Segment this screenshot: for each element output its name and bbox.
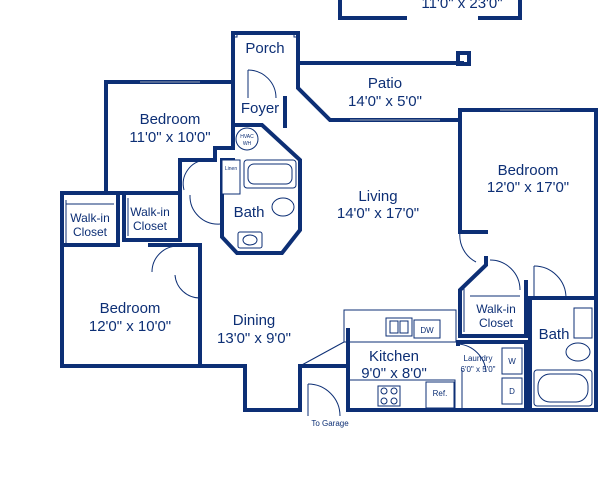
bedroom-left-label: Bedroom	[100, 300, 161, 317]
washer-label: W	[508, 357, 516, 366]
porch-label: Porch	[245, 40, 284, 57]
neighbor-unit-dims: 11'0" x 23'0"	[421, 0, 502, 12]
bath-right: Bath	[528, 296, 593, 412]
laundry-label: Laundry	[464, 354, 493, 363]
neighbor-unit: 11'0" x 23'0"	[338, 0, 522, 20]
kitchen-dims: 9'0" x 8'0"	[361, 365, 427, 382]
bath-right-label: Bath	[539, 326, 570, 343]
walkin-closet-center: Walk-in Closet	[122, 191, 182, 242]
dining: Dining 13'0" x 9'0"	[217, 312, 291, 347]
patio: Patio 14'0" x 5'0"	[296, 51, 471, 122]
bedroom-left-dims: 12'0" x 10'0"	[89, 318, 171, 335]
walkin-closet-right: Walk-in Closet	[458, 265, 598, 338]
walkin-left-line1: Walk-in	[70, 211, 110, 225]
laundry: W D Laundry 6'0" x 5'0"	[456, 340, 528, 412]
dw-label: DW	[420, 326, 434, 335]
bath-center-label: Bath	[234, 204, 265, 221]
kitchen: DW Ref. Kitchen 9'0" x 8'0" To Garage	[299, 309, 457, 428]
bedroom-right: Bedroom 12'0" x 17'0"	[458, 162, 569, 302]
kitchen-label: Kitchen	[369, 348, 419, 365]
walkin-left-line2: Closet	[73, 225, 108, 239]
living: Living 14'0" x 17'0"	[337, 188, 419, 222]
laundry-dims: 6'0" x 5'0"	[461, 365, 496, 374]
patio-label: Patio	[368, 75, 402, 92]
porch: Porch	[231, 31, 300, 65]
wh-label: WH	[243, 141, 252, 147]
to-garage-label: To Garage	[311, 419, 349, 428]
living-label: Living	[358, 188, 397, 205]
bedroom-top-label: Bedroom	[140, 111, 201, 128]
linen-label: Linen	[225, 166, 237, 172]
bedroom-top: Bedroom 11'0" x 10'0"	[129, 111, 235, 195]
bedroom-top-dims: 11'0" x 10'0"	[129, 129, 210, 146]
foyer: Foyer	[241, 69, 287, 128]
hvac-label: HVAC	[240, 134, 254, 140]
walkin-right-line1: Walk-in	[476, 302, 516, 316]
walkin-center-line2: Closet	[133, 219, 168, 233]
dryer-label: D	[509, 387, 515, 396]
dining-dims: 13'0" x 9'0"	[217, 330, 291, 347]
ref-label: Ref.	[433, 389, 448, 398]
dining-label: Dining	[233, 312, 276, 329]
bedroom-right-label: Bedroom	[498, 162, 559, 179]
bedroom-left: Bedroom 12'0" x 10'0"	[89, 243, 202, 368]
living-dims: 14'0" x 17'0"	[337, 205, 419, 222]
bedroom-right-dims: 12'0" x 17'0"	[487, 179, 569, 196]
foyer-label: Foyer	[241, 100, 279, 117]
walkin-right-line2: Closet	[479, 316, 514, 330]
walkin-center-line1: Walk-in	[130, 205, 170, 219]
patio-dims: 14'0" x 5'0"	[348, 93, 422, 110]
bath-center: HVAC WH Linen Bath	[182, 123, 302, 255]
walkin-closet-left: Walk-in Closet	[60, 191, 120, 247]
